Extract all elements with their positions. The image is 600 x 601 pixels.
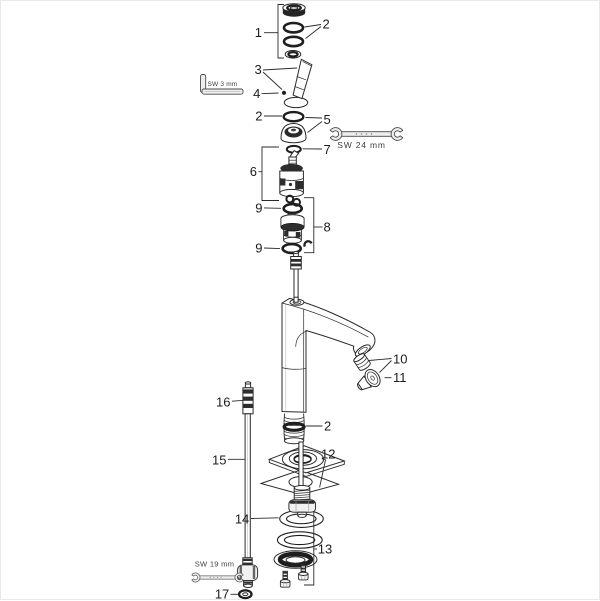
set-screw — [282, 91, 286, 95]
wrench-19-icon — [192, 573, 243, 582]
o-ring — [284, 204, 302, 213]
threaded-rod — [299, 442, 303, 488]
callout-12: 12 — [321, 447, 335, 462]
hose-end-nut — [238, 558, 258, 588]
spout-outlet-cap — [353, 367, 383, 396]
rod-coupler — [291, 257, 302, 270]
callout-10: 10 — [393, 351, 407, 366]
wrench-24-icon — [330, 128, 402, 141]
callout-14: 14 — [235, 512, 249, 527]
supply-hose-group: SW 19 mm 16 15 17 — [192, 382, 258, 601]
callout-6: 6 — [250, 164, 257, 179]
o-ring — [284, 37, 303, 46]
handle-group: SW 3 mm 3 4 — [201, 59, 312, 107]
rubber-seal-ring — [274, 551, 317, 569]
cartridge-group: 6 — [250, 147, 304, 206]
callout-3: 3 — [254, 62, 261, 77]
retaining-clip — [304, 241, 311, 246]
callout-9-upper: 9 — [255, 201, 262, 216]
callout-5: 5 — [324, 112, 331, 127]
wrench-19-size-label: SW 19 mm — [195, 560, 235, 569]
aerator-ring — [283, 4, 305, 17]
callout-13: 13 — [318, 542, 332, 557]
aerator-seal-stack-group: 1 2 — [255, 4, 330, 58]
valve-body — [281, 214, 312, 247]
mounting-bolt — [280, 571, 290, 587]
cap-group: SW 24 mm 2 5 7 — [255, 109, 402, 157]
o-ring — [284, 112, 304, 121]
callout-2-top: 2 — [323, 17, 330, 32]
base-shank-group: 2 — [284, 413, 331, 444]
valve-assembly-group: 9 8 9 — [255, 198, 330, 256]
callout-2-cap: 2 — [255, 109, 262, 124]
oval-washer — [277, 532, 322, 548]
small-seal-ring — [285, 51, 301, 59]
o-ring — [284, 23, 303, 32]
callout-1: 1 — [255, 25, 262, 40]
callout-17: 17 — [215, 587, 229, 601]
handle-lever — [293, 59, 312, 98]
callout-2-base: 2 — [324, 419, 331, 434]
callout-11: 11 — [393, 370, 407, 385]
callout-15: 15 — [212, 453, 226, 468]
handle-base — [284, 97, 307, 107]
callout-8: 8 — [324, 220, 331, 235]
callout-16: 16 — [216, 394, 230, 409]
callout-4: 4 — [253, 86, 260, 101]
callout-9-lower: 9 — [255, 241, 262, 256]
callout-7: 7 — [324, 142, 331, 157]
dome-cap — [281, 124, 306, 143]
connecting-rod-group — [291, 252, 302, 305]
spout-aerator-group: 10 11 — [353, 351, 408, 395]
wrench-24-size-label: SW 24 mm — [337, 140, 385, 150]
allen-key-size-label: SW 3 mm — [208, 81, 238, 88]
